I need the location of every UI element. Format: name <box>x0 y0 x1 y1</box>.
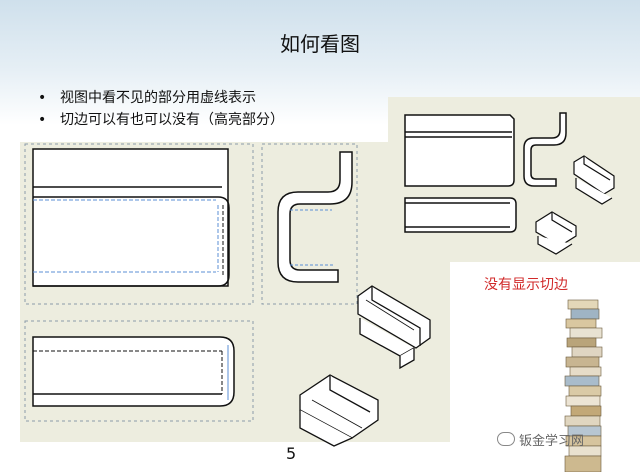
bullet-list: • 视图中看不见的部分用虚线表示 • 切边可以有也可以没有（高亮部分） <box>38 87 284 131</box>
side-view <box>277 151 353 283</box>
isometric-part-view <box>299 374 379 447</box>
side-view-border <box>261 143 358 305</box>
right-isometric-part <box>535 211 577 255</box>
right-isometric-part <box>573 155 615 205</box>
bullet-dot-icon: • <box>38 90 47 106</box>
right-top-view <box>404 197 517 233</box>
top-view <box>32 336 235 407</box>
watermark: 钣金学习网 <box>497 430 584 449</box>
bullet-text: 切边可以有也可以没有（高亮部分） <box>60 112 284 128</box>
no-tangent-edge-caption: 没有显示切边 <box>484 277 568 293</box>
front-view-border <box>24 143 254 305</box>
front-view <box>32 148 230 287</box>
bullet-item: • 视图中看不见的部分用虚线表示 <box>38 87 284 109</box>
bullet-text: 视图中看不见的部分用虚线表示 <box>60 90 256 106</box>
book-stack-illustration <box>564 299 603 472</box>
isometric-part-view <box>357 285 431 370</box>
bullet-item: • 切边可以有也可以没有（高亮部分） <box>38 109 284 131</box>
right-side-view <box>523 112 567 187</box>
right-front-view <box>404 114 515 187</box>
slide-title: 如何看图 <box>280 32 360 56</box>
wechat-icon <box>497 432 515 446</box>
top-view-border <box>24 320 254 422</box>
bullet-dot-icon: • <box>38 112 47 128</box>
page-number: 5 <box>286 444 297 463</box>
watermark-text: 钣金学习网 <box>519 434 585 449</box>
